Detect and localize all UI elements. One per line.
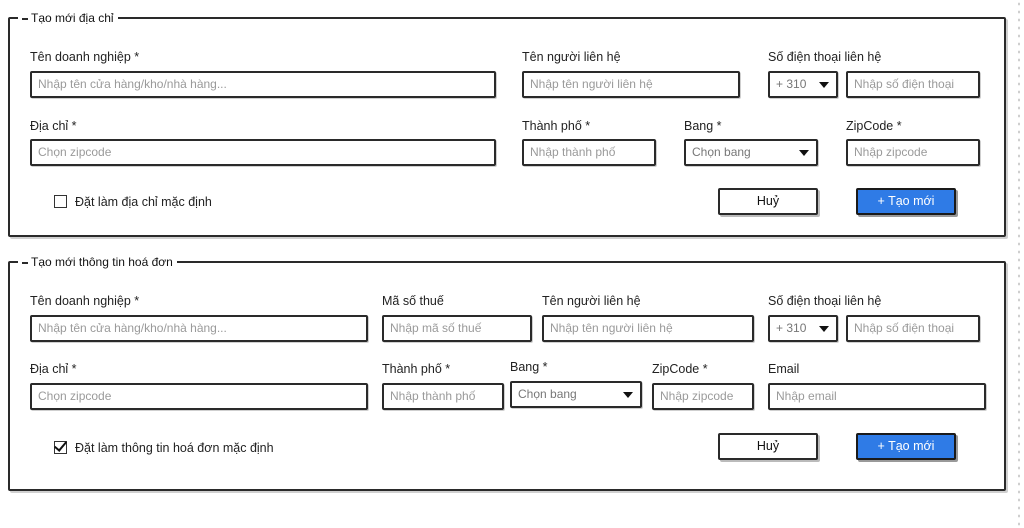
checkbox-checked-icon[interactable] [54,441,67,454]
contact-name-input[interactable]: Nhập tên người liên hệ [542,315,754,342]
tax-code-label: Mã số thuế [382,294,444,308]
phone-label: Số điện thoại liên hệ [768,294,882,308]
state-select[interactable]: Chọn bang [684,139,818,166]
invoice-form-panel: Tạo mới thông tin hoá đơn Tên doanh nghi… [8,254,1006,491]
state-label: Bang * [684,119,722,133]
email-label: Email [768,362,800,376]
contact-name-label: Tên người liên hệ [522,50,621,64]
default-invoice-checkbox-row[interactable]: Đặt làm thông tin hoá đơn mặc định [54,440,274,456]
phone-input[interactable]: Nhập số điện thoại [846,315,980,342]
address-label: Địa chỉ * [30,362,77,376]
business-name-input[interactable]: Nhập tên cửa hàng/kho/nhà hàng... [30,315,368,342]
create-button[interactable]: + Tạo mới [856,433,956,460]
canvas-edge [1016,0,1022,528]
zipcode-input[interactable]: Nhập zipcode [846,139,980,166]
chevron-down-icon [819,326,829,332]
email-input[interactable]: Nhập email [768,383,986,410]
default-address-checkbox-row[interactable]: Đặt làm địa chỉ mặc định [54,194,212,210]
chevron-down-icon [799,150,809,156]
checkbox-icon[interactable] [54,195,67,208]
city-label: Thành phố * [522,119,591,133]
state-select[interactable]: Chọn bang [510,381,642,408]
default-address-label: Đặt làm địa chỉ mặc định [75,195,212,209]
zipcode-label: ZipCode * [652,362,708,376]
create-button[interactable]: + Tạo mới [856,188,956,215]
contact-name-label: Tên người liên hệ [542,294,641,308]
country-code-select[interactable]: + 310 [768,315,838,342]
state-label: Bang * [510,360,548,374]
zipcode-input[interactable]: Nhập zipcode [652,383,754,410]
address-form-legend: Tạo mới địa chỉ [18,10,118,26]
default-invoice-label: Đặt làm thông tin hoá đơn mặc định [75,441,274,455]
tax-code-input[interactable]: Nhập mã số thuế [382,315,532,342]
invoice-form-legend: Tạo mới thông tin hoá đơn [18,254,177,270]
city-input[interactable]: Nhập thành phố [382,383,504,410]
business-name-input[interactable]: Nhập tên cửa hàng/kho/nhà hàng... [30,71,496,98]
phone-input[interactable]: Nhập số điện thoại [846,71,980,98]
country-code-select[interactable]: + 310 [768,71,838,98]
business-name-label: Tên doanh nghiệp * [30,294,140,308]
address-label: Địa chỉ * [30,119,77,133]
state-select-placeholder: Chọn bang [518,387,577,401]
cancel-button[interactable]: Huỷ [718,188,818,215]
country-code-value: + 310 [776,77,807,91]
address-form-panel: Tạo mới địa chỉ Tên doanh nghiệp * Nhập … [8,10,1006,237]
address-zipcode-input[interactable]: Chọn zipcode [30,383,368,410]
phone-label: Số điện thoại liên hệ [768,50,882,64]
business-name-label: Tên doanh nghiệp * [30,50,140,64]
city-label: Thành phố * [382,362,451,376]
address-zipcode-input[interactable]: Chọn zipcode [30,139,496,166]
chevron-down-icon [819,82,829,88]
chevron-down-icon [623,392,633,398]
contact-name-input[interactable]: Nhập tên người liên hệ [522,71,740,98]
city-input[interactable]: Nhập thành phố [522,139,656,166]
country-code-value: + 310 [776,321,807,335]
cancel-button[interactable]: Huỷ [718,433,818,460]
state-select-placeholder: Chọn bang [692,145,751,159]
zipcode-label: ZipCode * [846,119,902,133]
